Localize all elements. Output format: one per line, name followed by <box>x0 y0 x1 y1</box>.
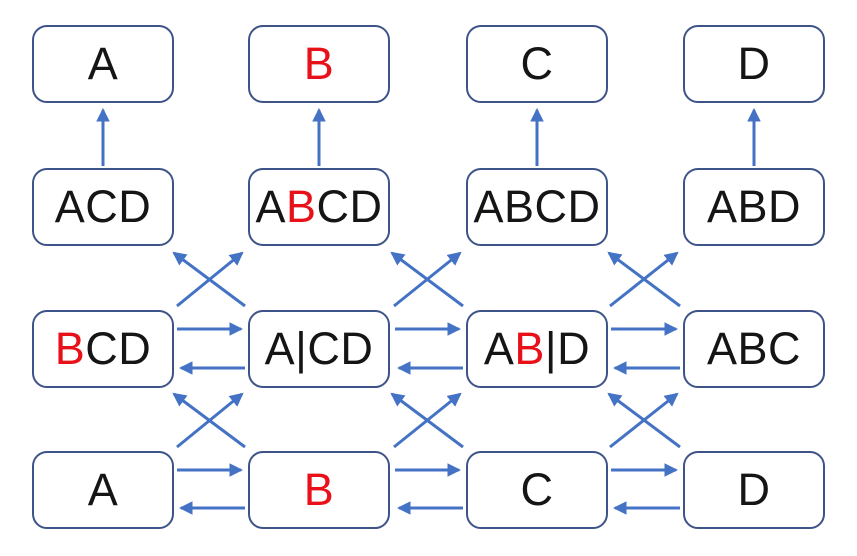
label-pre: ABCD <box>473 181 601 232</box>
label-red: B <box>54 323 86 374</box>
arrow-r4c4-to-r3c3 <box>607 392 681 449</box>
label-pre: D <box>737 464 771 515</box>
label-red: B <box>303 464 335 515</box>
node-r3c4: ABC <box>683 310 825 388</box>
node-r2c1: ACD <box>32 168 174 246</box>
label-post: CD <box>85 323 152 374</box>
node-r2c4: ABD <box>683 168 825 246</box>
label-pre: A <box>483 323 515 374</box>
label-pre: A|CD <box>264 323 374 374</box>
label-red: B <box>514 323 545 374</box>
node-r1c3: C <box>466 25 608 103</box>
label-post: |D <box>544 323 591 374</box>
label-pre: C <box>520 38 554 89</box>
label-pre: ACD <box>54 181 152 232</box>
node-r2c3: ABCD <box>466 168 608 246</box>
label-pre: C <box>520 464 554 515</box>
node-r1c2: B <box>248 25 390 103</box>
node-r3c2: A|CD <box>248 310 390 388</box>
label-pre: D <box>737 38 771 89</box>
label-pre: ABC <box>706 323 802 374</box>
arrow-r4c3-to-r3c2 <box>390 392 464 449</box>
node-r1c1: A <box>32 25 174 103</box>
arrow-r4c2-to-r3c1 <box>172 392 246 449</box>
label-red: B <box>303 38 335 89</box>
label-red: B <box>286 181 317 232</box>
arrow-r3c4-to-r2c3 <box>607 251 681 308</box>
label-post: CD <box>316 181 383 232</box>
node-r4c3: C <box>466 451 608 529</box>
node-r4c4: D <box>683 451 825 529</box>
label-pre: A <box>255 181 286 232</box>
label-pre: A <box>87 464 119 515</box>
arrow-r3c2-to-r2c1 <box>172 251 246 308</box>
node-r4c1: A <box>32 451 174 529</box>
node-r1c4: D <box>683 25 825 103</box>
label-pre: A <box>87 38 119 89</box>
arrow-r3c3-to-r2c2 <box>390 251 464 308</box>
label-pre: ABD <box>706 181 802 232</box>
node-r4c2: B <box>248 451 390 529</box>
